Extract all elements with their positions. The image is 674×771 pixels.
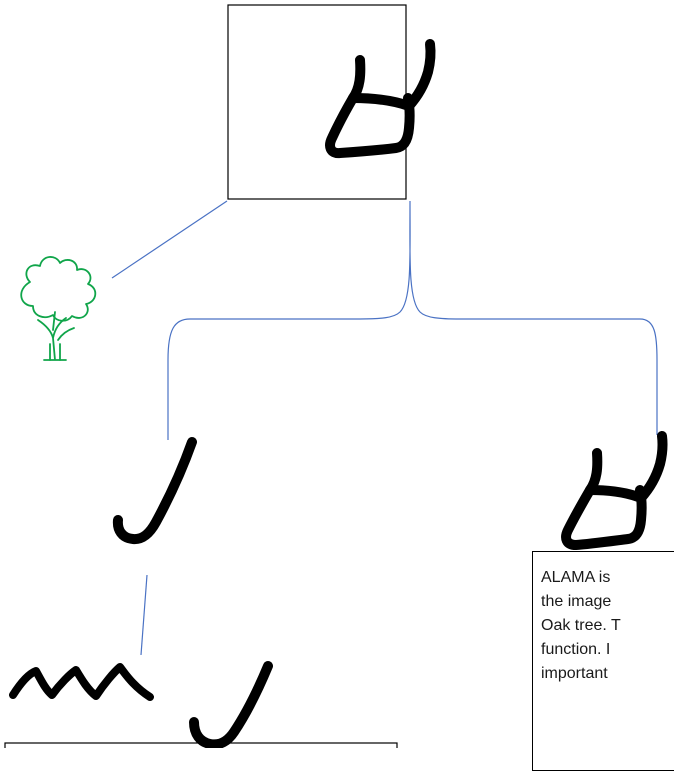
caption-line-1: ALAMA is [541,569,611,586]
caption-line-4: function. I [541,641,611,658]
caption-line-5: important [541,665,608,682]
connector-top-to-branches [167,200,658,440]
bottom-left-box [4,742,398,748]
connector-left-to-compound [140,574,148,656]
ox-head-glyph-right-branch [561,431,668,550]
ox-head-glyph-top [325,39,436,159]
oak-tree-icon [20,256,97,361]
caption-box: ALAMA is the image Oak tree. T function.… [532,551,674,771]
diagram-canvas [4,4,668,748]
water-glyph [9,663,154,701]
caption-line-2: the image [541,593,612,610]
staff-glyph-compound [189,661,273,748]
connector-top-to-tree [111,200,228,279]
staff-glyph-left-branch [112,437,197,545]
caption-line-3: Oak tree. T [541,617,621,634]
